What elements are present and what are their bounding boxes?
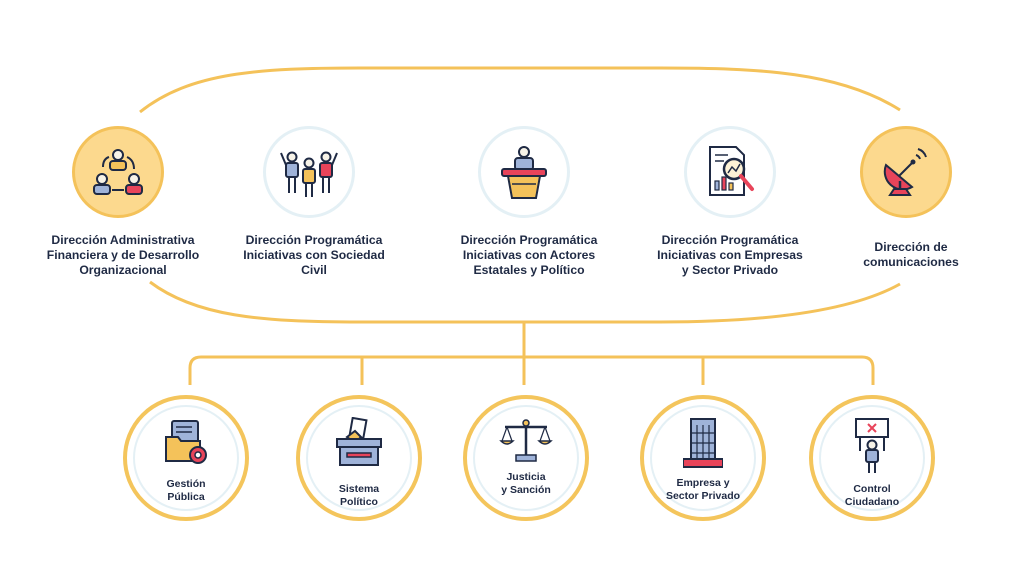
podium-speaker-icon [501,146,547,199]
area-control-ciudadano-node: Control Ciudadano [809,395,935,521]
folder-gear-icon [165,420,207,464]
unit-private-sector-label: Dirección Programática Iniciativas con E… [657,233,803,277]
crowd-icon [280,151,338,197]
ballot-box-icon [336,417,382,466]
scales-icon [499,419,553,462]
area-gestion-publica-node: Gestión Pública [123,395,249,521]
area-justicia-label: Justicia y Sanción [501,471,551,496]
office-building-icon [683,418,723,468]
bottom-arc [149,280,901,324]
area-gestion-publica-label: Gestión Pública [166,478,206,503]
area-justicia-node: Justicia y Sanción [463,395,589,521]
bus-line [188,355,875,385]
top-arc [139,66,901,114]
unit-communications-label: Dirección de comunicaciones [863,240,959,269]
area-control-ciudadano-label: Control Ciudadano [844,483,900,508]
unit-admin-finance-node [72,126,164,218]
area-empresa-label: Empresa y Sector Privado [665,477,741,502]
area-sistema-politico-label: Sistema Político [338,483,380,508]
unit-private-sector-node [684,126,776,218]
report-magnifier-icon [709,146,754,196]
area-empresa-node: Empresa y Sector Privado [640,395,766,521]
unit-state-actors-node [478,126,570,218]
unit-civil-society-label: Dirección Programática Iniciativas con S… [243,233,385,277]
area-sistema-politico-node: Sistema Político [296,395,422,521]
unit-communications-node [860,126,952,218]
protester-sign-icon [855,418,889,473]
unit-civil-society-node [263,126,355,218]
unit-state-actors-label: Dirección Programática Iniciativas con A… [460,233,598,277]
people-cycle-icon [93,149,143,195]
unit-admin-finance-label: Dirección Administrativa Financiera y de… [46,233,200,277]
satellite-dish-icon [883,148,927,196]
